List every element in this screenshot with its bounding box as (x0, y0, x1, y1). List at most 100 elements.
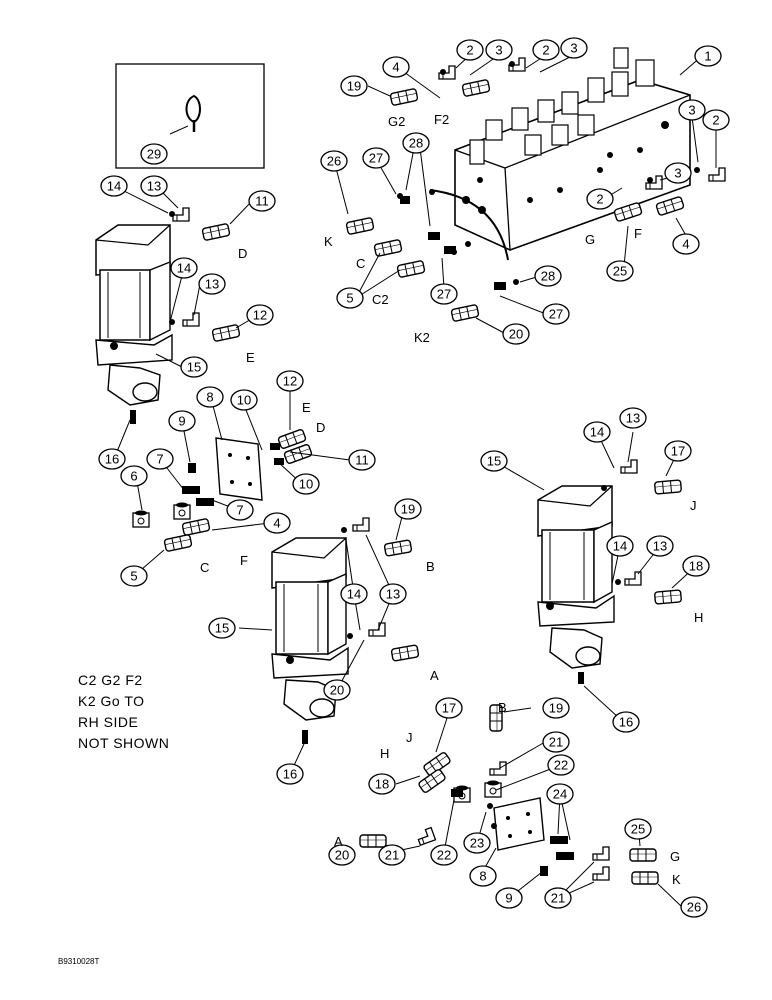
callout: 15 (208, 617, 236, 639)
svg-text:13: 13 (205, 277, 219, 292)
svg-text:8: 8 (479, 869, 486, 884)
label-C: C (356, 256, 365, 271)
callout: 14 (340, 583, 368, 605)
svg-text:10: 10 (299, 477, 313, 492)
note-line-1: C2 G2 F2 (78, 672, 143, 688)
svg-text:15: 15 (487, 454, 501, 469)
inset-box (115, 63, 265, 169)
callout: 19 (340, 75, 368, 97)
label-G2: G2 (388, 114, 405, 129)
callout: 7 (146, 448, 174, 470)
callout: 22 (547, 754, 575, 776)
callout: 24 (546, 783, 574, 805)
svg-text:21: 21 (551, 891, 565, 906)
svg-text:14: 14 (613, 539, 627, 554)
svg-text:4: 4 (273, 516, 280, 531)
svg-text:9: 9 (505, 891, 512, 906)
callout: 19 (542, 697, 570, 719)
callout: 28 (534, 265, 562, 287)
svg-text:28: 28 (409, 136, 423, 151)
label-A: A (430, 668, 439, 683)
svg-text:12: 12 (283, 374, 297, 389)
valve-assembly (429, 47, 691, 261)
callout: 12 (246, 304, 274, 326)
svg-text:25: 25 (613, 264, 627, 279)
callout: 13 (646, 535, 674, 557)
svg-text:14: 14 (107, 179, 121, 194)
callout: 23 (463, 832, 491, 854)
callout: 17 (435, 697, 463, 719)
callout: 17 (664, 440, 692, 462)
svg-text:5: 5 (346, 291, 353, 306)
label-G: G (670, 849, 680, 864)
svg-text:20: 20 (330, 683, 344, 698)
callout: 10 (230, 389, 258, 411)
svg-text:14: 14 (177, 261, 191, 276)
svg-text:28: 28 (541, 269, 555, 284)
svg-text:27: 27 (549, 307, 563, 322)
label-G: G (585, 232, 595, 247)
svg-text:14: 14 (590, 425, 604, 440)
callout: 13 (140, 175, 168, 197)
svg-text:3: 3 (674, 166, 681, 181)
callout: 20 (502, 323, 530, 345)
callout: 4 (263, 512, 291, 534)
svg-text:16: 16 (105, 452, 119, 467)
label-F: F (240, 553, 248, 568)
callouts: 1 2 3 2 3 4 19 3 2 3 2 4 25 26 27 28 5 2… (98, 37, 730, 918)
callout: 14 (170, 257, 198, 279)
callout: 19 (394, 498, 422, 520)
svg-text:17: 17 (671, 444, 685, 459)
callout: 13 (379, 583, 407, 605)
svg-text:7: 7 (236, 503, 243, 518)
callout: 27 (362, 147, 390, 169)
svg-text:3: 3 (570, 41, 577, 56)
note-line-3: RH SIDE (78, 714, 139, 730)
svg-text:23: 23 (470, 836, 484, 851)
callout: 29 (140, 143, 168, 165)
svg-text:20: 20 (509, 327, 523, 342)
callout: 21 (378, 844, 406, 866)
callout: 16 (98, 448, 126, 470)
callout: 11 (248, 190, 276, 212)
label-J: J (690, 498, 697, 513)
svg-text:2: 2 (542, 43, 549, 58)
callout: 2 (586, 188, 614, 210)
svg-text:4: 4 (682, 237, 689, 252)
label-H: H (694, 610, 703, 625)
callout: 18 (368, 773, 396, 795)
svg-text:19: 19 (347, 79, 361, 94)
callout: 20 (328, 844, 356, 866)
svg-text:2: 2 (596, 192, 603, 207)
callout: 3 (678, 99, 706, 121)
label-K: K (324, 234, 333, 249)
callout: 8 (196, 386, 224, 408)
callout: 15 (180, 356, 208, 378)
callout: 25 (606, 260, 634, 282)
callout: 14 (100, 175, 128, 197)
note-line-2: K2 Go TO (78, 693, 145, 709)
callout: 26 (320, 150, 348, 172)
svg-text:11: 11 (355, 453, 369, 468)
svg-text:21: 21 (385, 848, 399, 863)
callout: 28 (402, 132, 430, 154)
label-J: J (406, 730, 413, 745)
callout: 3 (485, 39, 513, 61)
label-C: C (200, 560, 209, 575)
callout: 5 (120, 565, 148, 587)
callout: 25 (624, 818, 652, 840)
label-B: B (498, 700, 507, 715)
svg-text:25: 25 (631, 822, 645, 837)
svg-text:19: 19 (401, 502, 415, 517)
svg-text:16: 16 (283, 767, 297, 782)
svg-text:11: 11 (255, 194, 269, 209)
callout: 14 (583, 421, 611, 443)
callout: 16 (612, 711, 640, 733)
label-B: B (426, 559, 435, 574)
callout: 27 (430, 283, 458, 305)
label-C2: C2 (372, 292, 389, 307)
svg-text:26: 26 (687, 900, 701, 915)
svg-text:22: 22 (554, 758, 568, 773)
note-line-4: NOT SHOWN (78, 735, 170, 751)
callout: 21 (544, 887, 572, 909)
